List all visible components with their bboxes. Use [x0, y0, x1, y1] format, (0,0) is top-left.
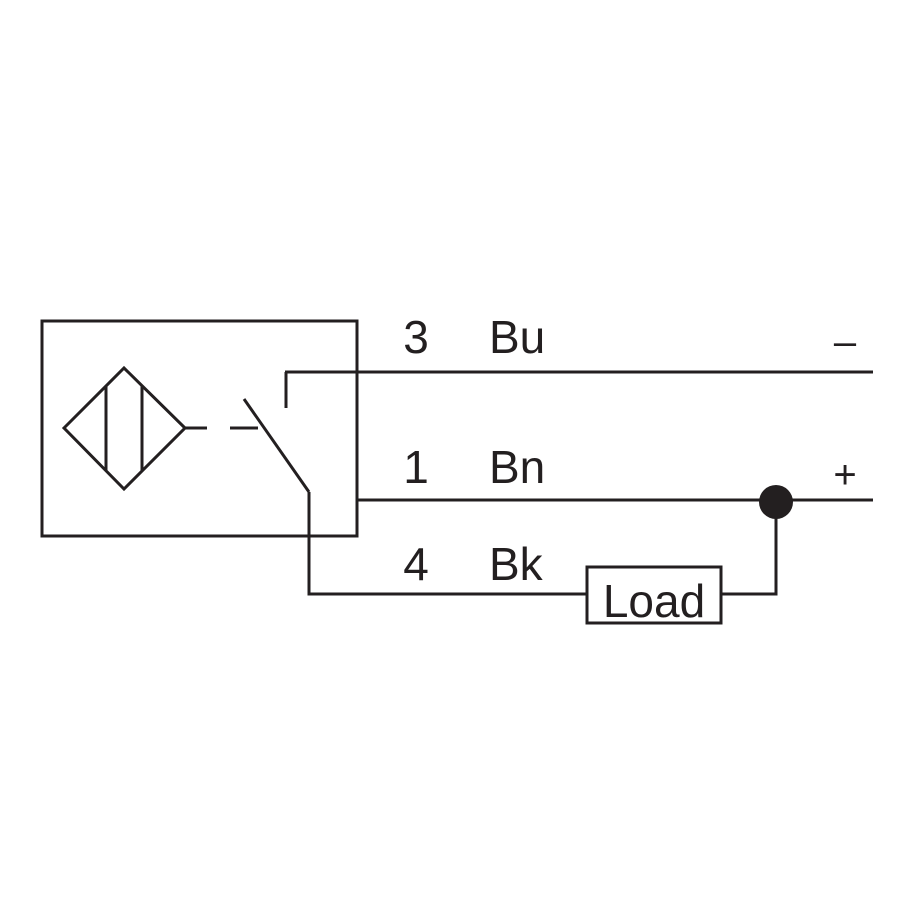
inductive-sensor-icon	[61, 365, 188, 492]
wire-3-pin: 3	[403, 311, 429, 363]
load-return-line	[721, 502, 778, 596]
wire-3-color: Bu	[489, 311, 545, 363]
sensor-housing	[40, 319, 359, 538]
wire-4-pin: 4	[403, 538, 429, 590]
wire-3-polarity: –	[834, 320, 857, 364]
wire-1-pin: 1	[403, 441, 429, 493]
switch-contact	[242, 372, 311, 493]
wire-1-color: Bn	[489, 441, 545, 493]
load-label: Load	[603, 575, 705, 627]
load-box	[585, 565, 723, 625]
wire-4-line	[307, 492, 587, 596]
wire-4-color: Bk	[489, 538, 544, 590]
wire-1-polarity: +	[833, 453, 856, 497]
